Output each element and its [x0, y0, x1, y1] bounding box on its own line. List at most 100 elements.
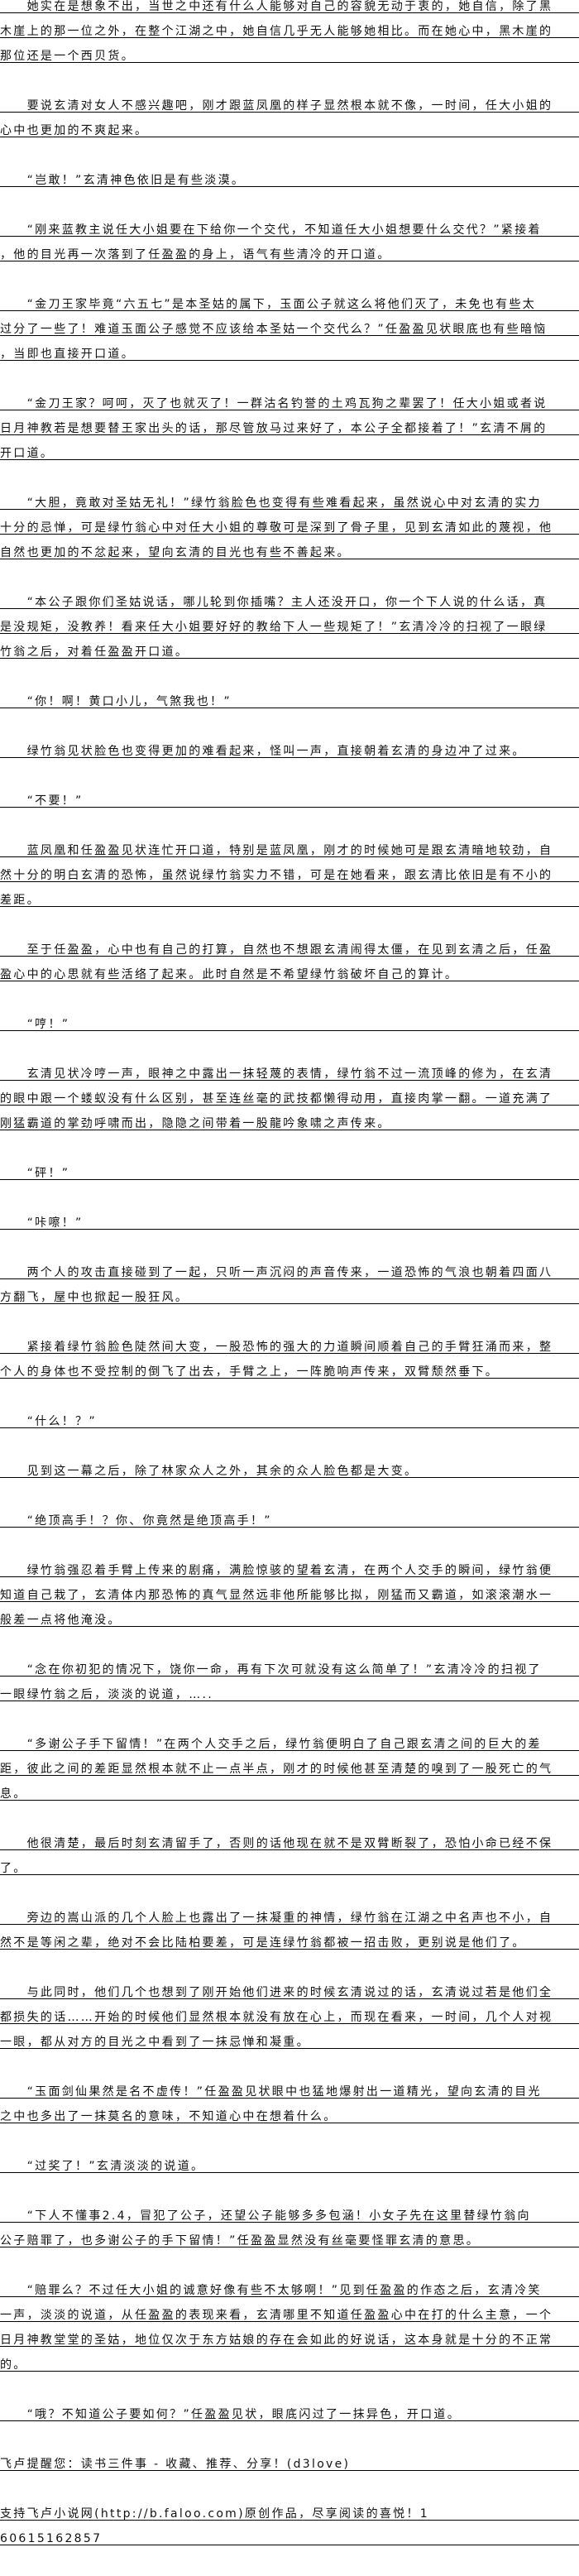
- text-line: “大胆，竟敢对圣姑无礼！”绿竹翁脸色也变得有些难看起来，虽然说心中对玄清的实力: [0, 491, 579, 516]
- text-line: “绝顶高手！？你、你竟然是绝顶高手！”: [0, 1509, 579, 1533]
- text-line: 日月神教若是想要替王家出头的话，那尽管放马过来好了，本公子全都接着了！”玄清不屑…: [0, 416, 579, 441]
- text-line: 盈心中的心思就有些活络了起来。此时自然是不希望绿竹翁破坏自己的算计。: [0, 962, 579, 987]
- paragraph: “赔罪么？不过任大小姐的诚意好像有些不太够啊！”见到任盈盈的作态之后，玄清冷笑一…: [0, 2278, 579, 2377]
- paragraph: 她实在是想象不出，当世之中还有什么人能够对自己的容貌无动于衷的，她自信，除了黑木…: [0, 0, 579, 69]
- text-line: 与此同时，他们几个也想到了刚开始他们进来的时候玄清说过的话，玄清说过若是他们全: [0, 1980, 579, 2005]
- text-line: 两个人的攻击直接碰到了一起，只听一声沉闷的声音传来，一道恐怖的气浪也朝着四面八: [0, 1260, 579, 1285]
- text-line: “玉面剑仙果然是名不虚传！”任盈盈见状眼中也猛地爆射出一道精光，望向玄清的目光: [0, 2080, 579, 2104]
- text-line: 木崖上的那一位之外，在整个江湖之中，她自信几乎无人能够她相比。而在她心中，黑木崖…: [0, 19, 579, 44]
- paragraph: 旁边的嵩山派的几个人脸上也露出了一抹凝重的神情，绿竹翁在江湖之中名声也不小，自然…: [0, 1906, 579, 1955]
- paragraph: 至于任盈盈，心中也有自己的打算，自然也不想跟玄清闹得太僵，在见到玄清之后，任盈盈…: [0, 938, 579, 987]
- text-line: 蓝凤凰和任盈盈见状连忙开口道，特别是蓝凤凰，刚才的时候她可是跟玄清暗地较劲，自: [0, 838, 579, 863]
- text-line: 然不是等闲之辈，绝对不会比陆柏要差，可是连绿竹翁都被一招击败，更别说是他们了。: [0, 1931, 579, 1955]
- text-line: 一声，淡淡的说道，从任盈盈的表现来看，玄清哪里不知道任盈盈心中在打的什么主意，一…: [0, 2303, 579, 2328]
- text-line: 开口道。: [0, 441, 579, 466]
- paragraph: “过奖了！”玄清淡淡的说道。: [0, 2154, 579, 2179]
- text-line: 公子赔罪了，也多谢公子的手下留情！”任盈盈显然没有丝毫要怪罪玄清的意思。: [0, 2228, 579, 2253]
- footer-note: 飞卢提醒您：读书三件事 - 收藏、推荐、分享！(d3love): [0, 2452, 579, 2477]
- paragraph: “砰！”: [0, 1161, 579, 1186]
- text-line: 十分的忌惮，可是绿竹翁心中对任大小姐的尊敬可是深到了骨子里，见到玄清如此的蔑视，…: [0, 516, 579, 540]
- paragraph: “什么！？”: [0, 1409, 579, 1434]
- text-line: “咔嚓！”: [0, 1211, 579, 1235]
- text-line: “什么！？”: [0, 1409, 579, 1434]
- paragraph: 要说玄清对女人不感兴趣吧，刚才跟蓝凤凰的样子显然根本就不像，一时间，任大小姐的心…: [0, 94, 579, 143]
- text-line: 日月神教堂堂的圣姑，地位仅次于东方姑娘的存在会如此的好说话，这本身就是十分的不正…: [0, 2328, 579, 2353]
- text-line: 一眼绿竹翁之后，淡淡的说道，…..: [0, 1682, 579, 1707]
- text-line: ，他的目光再一次落到了任盈盈的身上，语气有些清冷的开口道。: [0, 242, 579, 267]
- paragraph: 绿竹翁见状脸色也变得更加的难看起来，怪叫一声，直接朝着玄清的身边冲了过来。: [0, 739, 579, 764]
- text-line: “哼！”: [0, 1012, 579, 1037]
- text-line: 玄清见状冷哼一声，眼神之中露出一抹轻蔑的表情，绿竹翁不过一流顶峰的修为，在玄清: [0, 1062, 579, 1087]
- paragraph: “多谢公子手下留情！”在两个人交手之后，绿竹翁便明白了自己跟玄清之间的巨大的差距…: [0, 1732, 579, 1806]
- text-line: 过分了一些了！难道玉面公子感觉不应该给本圣姑一个交代么？”任盈盈见状眼底也有些暗…: [0, 317, 579, 342]
- text-line: “刚来蓝教主说任大小姐要在下给你一个交代，不知道任大小姐想要什么交代？”紧接着: [0, 218, 579, 242]
- text-line: “多谢公子手下留情！”在两个人交手之后，绿竹翁便明白了自己跟玄清之间的巨大的差: [0, 1732, 579, 1757]
- paragraph: “哼！”: [0, 1012, 579, 1037]
- paragraph: “刚来蓝教主说任大小姐要在下给你一个交代，不知道任大小姐想要什么交代？”紧接着，…: [0, 218, 579, 267]
- paragraph: 两个人的攻击直接碰到了一起，只听一声沉闷的声音传来，一道恐怖的气浪也朝着四面八方…: [0, 1260, 579, 1310]
- paragraph: “大胆，竟敢对圣姑无礼！”绿竹翁脸色也变得有些难看起来，虽然说心中对玄清的实力十…: [0, 491, 579, 565]
- paragraph: “不要！”: [0, 789, 579, 813]
- text-line: 距，彼此之间的差距显然根本就不止一点半点，刚才的时候他甚至清楚的嗅到了一股死亡的…: [0, 1757, 579, 1782]
- text-line: “金刀王家毕竟“六五七”是本圣姑的属下，玉面公子就这么将他们灭了，未免也有些太: [0, 292, 579, 317]
- text-line: ，当即也直接开口道。: [0, 342, 579, 367]
- paragraph: 与此同时，他们几个也想到了刚开始他们进来的时候玄清说过的话，玄清说过若是他们全都…: [0, 1980, 579, 2055]
- paragraph: 他很清楚，最后时刻玄清留手了，否则的话他现在就不是双臂断裂了，恐怕小命已经不保了…: [0, 1831, 579, 1881]
- text-line: 见到这一幕之后，除了林家众人之外，其余的众人脸色都是大变。: [0, 1459, 579, 1484]
- text-line: “不要！”: [0, 789, 579, 813]
- paragraph: “哦？不知道公子要如何？”任盈盈见状，眼底闪过了一抹异色，开口道。: [0, 2402, 579, 2427]
- text-line: “金刀王家？呵呵，灭了也就灭了！一群沽名钓誉的土鸡瓦狗之辈罢了！任大小姐或者说: [0, 391, 579, 416]
- text-line: 至于任盈盈，心中也有自己的打算，自然也不想跟玄清闹得太僵，在见到玄清之后，任盈: [0, 938, 579, 962]
- text-line: 是没规矩，没教养！看来任大小姐要好好的教给下人一些规矩了！”玄清冷冷的扫视了一眼…: [0, 615, 579, 640]
- text-line: 都损失的话……开始的时候他们显然根本就没有放在心上，而现在看来，一时间，几个人对…: [0, 2005, 579, 2030]
- text-line: “砰！”: [0, 1161, 579, 1186]
- text-line: 绿竹翁见状脸色也变得更加的难看起来，怪叫一声，直接朝着玄清的身边冲了过来。: [0, 739, 579, 764]
- text-line: 绿竹翁强忍着手臂上传来的剧痛，满脸惊骇的望着玄清，在两个人交手的瞬间，绿竹翁便: [0, 1558, 579, 1583]
- text-line: “哦？不知道公子要如何？”任盈盈见状，眼底闪过了一抹异色，开口道。: [0, 2402, 579, 2427]
- text-line: “你！啊！黄口小儿，气煞我也！”: [0, 689, 579, 714]
- text-line: 刚猛霸道的掌劲呼啸而出，隐隐之间带着一股龍吟象啸之声传来。: [0, 1111, 579, 1136]
- text-line: “本公子跟你们圣姑说话，哪儿轮到你插嘴？主人还没开口，你一个下人说的什么话，真: [0, 590, 579, 615]
- paragraph: 见到这一幕之后，除了林家众人之外，其余的众人脸色都是大变。: [0, 1459, 579, 1484]
- text-line: 般差一点将他淹没。: [0, 1608, 579, 1633]
- text-line: 的。: [0, 2353, 579, 2377]
- text-line: “过奖了！”玄清淡淡的说道。: [0, 2154, 579, 2179]
- text-line: 60615162857: [0, 2526, 579, 2551]
- text-line: 他很清楚，最后时刻玄清留手了，否则的话他现在就不是双臂断裂了，恐怕小命已经不保: [0, 1831, 579, 1856]
- text-line: 之中也多出了一抹莫名的意味，不知道心中在想着什么。: [0, 2104, 579, 2129]
- text-line: 方翻飞，屋中也掀起一股狂风。: [0, 1285, 579, 1310]
- text-line: 了。: [0, 1856, 579, 1881]
- footer-note: 支持飞卢小说网(http://b.faloo.com)原创作品，尽享阅读的喜悦！…: [0, 2502, 579, 2551]
- text-line: “岂敢！”玄清神色依旧是有些淡漠。: [0, 168, 579, 193]
- text-line: 她实在是想象不出，当世之中还有什么人能够对自己的容貌无动于衷的，她自信，除了黑: [0, 0, 579, 19]
- text-line: 息。: [0, 1782, 579, 1806]
- text-line: 一眼，都从对方的目光之中看到了一抹忌惮和凝重。: [0, 2030, 579, 2055]
- paragraph: 绿竹翁强忍着手臂上传来的剧痛，满脸惊骇的望着玄清，在两个人交手的瞬间，绿竹翁便知…: [0, 1558, 579, 1633]
- text-line: 然十分的明白玄清的恐怖，虽然说绿竹翁实力不错，可是在她看来，跟玄清比依旧是有不小…: [0, 863, 579, 888]
- paragraph: 玄清见状冷哼一声，眼神之中露出一抹轻蔑的表情，绿竹翁不过一流顶峰的修为，在玄清的…: [0, 1062, 579, 1136]
- paragraph: “下人不懂事2.4，冒犯了公子，还望公子能够多多包涵！小女子先在这里替绿竹翁向公…: [0, 2204, 579, 2253]
- text-line: “念在你初犯的情况下，饶你一命，再有下次可就没有这么简单了！”玄清冷冷的扫视了: [0, 1657, 579, 1682]
- text-line: “下人不懂事2.4，冒犯了公子，还望公子能够多多包涵！小女子先在这里替绿竹翁向: [0, 2204, 579, 2228]
- text-line: 旁边的嵩山派的几个人脸上也露出了一抹凝重的神情，绿竹翁在江湖之中名声也不小，自: [0, 1906, 579, 1931]
- text-line: 紧接着绿竹翁脸色陡然间大变，一股恐怖的强大的力道瞬间顺着自己的手臂狂涌而来，整: [0, 1335, 579, 1360]
- paragraph: “金刀王家毕竟“六五七”是本圣姑的属下，玉面公子就这么将他们灭了，未免也有些太过…: [0, 292, 579, 367]
- text-line: 个人的身体也不受控制的倒飞了出去，手臂之上，一阵脆响声传来，双臂颓然垂下。: [0, 1360, 579, 1384]
- paragraph: “本公子跟你们圣姑说话，哪儿轮到你插嘴？主人还没开口，你一个下人说的什么话，真是…: [0, 590, 579, 664]
- text-line: 飞卢提醒您：读书三件事 - 收藏、推荐、分享！(d3love): [0, 2452, 579, 2477]
- text-line: 竹翁之后，对着任盈盈开口道。: [0, 640, 579, 664]
- text-line: “赔罪么？不过任大小姐的诚意好像有些不太够啊！”见到任盈盈的作态之后，玄清冷笑: [0, 2278, 579, 2303]
- paragraph: “你！啊！黄口小儿，气煞我也！”: [0, 689, 579, 714]
- paragraph: “岂敢！”玄清神色依旧是有些淡漠。: [0, 168, 579, 193]
- paragraph: 蓝凤凰和任盈盈见状连忙开口道，特别是蓝凤凰，刚才的时候她可是跟玄清暗地较劲，自然…: [0, 838, 579, 913]
- text-line: 的眼中跟一个蝼蚁没有什么区别，甚至连丝毫的武技都懒得动用，直接肉掌一翻。一道充满…: [0, 1087, 579, 1111]
- paragraph: 紧接着绿竹翁脸色陡然间大变，一股恐怖的强大的力道瞬间顺着自己的手臂狂涌而来，整个…: [0, 1335, 579, 1384]
- text-line: 要说玄清对女人不感兴趣吧，刚才跟蓝凤凰的样子显然根本就不像，一时间，任大小姐的: [0, 94, 579, 118]
- text-line: 知道自己栽了，玄清体内那恐怖的真气显然远非他所能够比拟，刚猛而又霸道，如滚滚潮水…: [0, 1583, 579, 1608]
- paragraph: “金刀王家？呵呵，灭了也就灭了！一群沽名钓誉的土鸡瓦狗之辈罢了！任大小姐或者说日…: [0, 391, 579, 466]
- paragraph: “念在你初犯的情况下，饶你一命，再有下次可就没有这么简单了！”玄清冷冷的扫视了一…: [0, 1657, 579, 1707]
- text-line: 自然也更加的不忿起来，望向玄清的目光也有些不善起来。: [0, 540, 579, 565]
- text-line: 支持飞卢小说网(http://b.faloo.com)原创作品，尽享阅读的喜悦！…: [0, 2502, 579, 2526]
- text-line: 差距。: [0, 888, 579, 913]
